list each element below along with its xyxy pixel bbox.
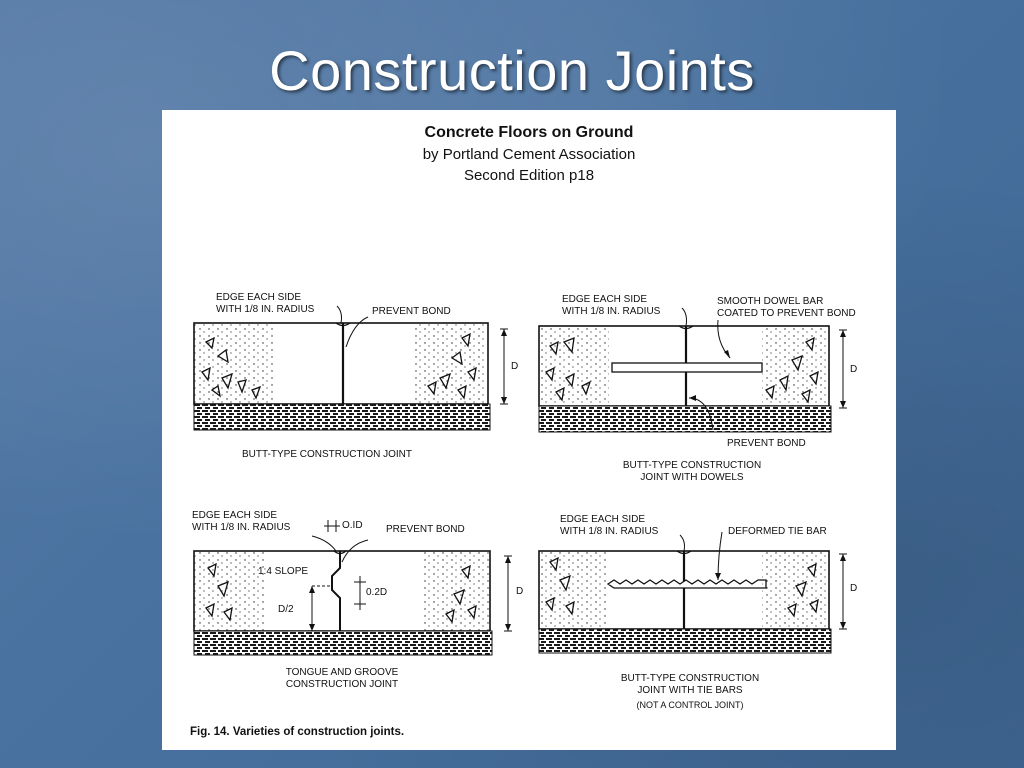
- bl-half-depth: D/2: [278, 604, 294, 615]
- tl-depth: D: [511, 361, 519, 372]
- br-caption-line1: BUTT-TYPE CONSTRUCTION: [620, 673, 760, 684]
- br-edge-line1: EDGE EACH SIDE: [560, 514, 646, 525]
- bl-edge-line1: EDGE EACH SIDE: [192, 510, 278, 521]
- joint-diagrams: [193, 305, 847, 656]
- tl-prevent-bond: PREVENT BOND: [372, 306, 451, 317]
- bl-caption-line1: TONGUE AND GROOVE: [285, 667, 399, 678]
- tr-dowel-line2: COATED TO PREVENT BOND: [717, 308, 856, 319]
- panel-butt-joint-dowels: [538, 307, 847, 433]
- tr-edge-line1: EDGE EACH SIDE: [562, 294, 648, 305]
- br-edge-line2: WITH 1/8 IN. RADIUS: [560, 526, 659, 537]
- bl-prevent-bond: PREVENT BOND: [386, 524, 465, 535]
- reference-title: Concrete Floors on Ground: [424, 124, 634, 141]
- tl-caption: BUTT-TYPE CONSTRUCTION JOINT: [242, 449, 412, 460]
- tr-caption-line1: BUTT-TYPE CONSTRUCTION: [622, 460, 762, 471]
- bl-slope: 1:4 SLOPE: [258, 566, 309, 577]
- reference-author: by Portland Cement Association: [422, 146, 636, 163]
- bl-edge-line2: WITH 1/8 IN. RADIUS: [192, 522, 291, 533]
- figure-scan: Concrete Floors on Ground by Portland Ce…: [162, 110, 896, 750]
- tr-edge-line2: WITH 1/8 IN. RADIUS: [562, 306, 661, 317]
- bl-caption-line2: CONSTRUCTION JOINT: [285, 679, 399, 690]
- br-caption-line3: (NOT A CONTROL JOINT): [636, 700, 744, 710]
- tl-edge-line1: EDGE EACH SIDE: [216, 292, 302, 303]
- tr-caption-line2: JOINT WITH DOWELS: [640, 472, 744, 483]
- bl-tongue-depth: 0.2D: [366, 587, 388, 598]
- bl-depth: D: [516, 586, 524, 597]
- br-depth: D: [850, 583, 858, 594]
- figure-caption: Fig. 14. Varieties of construction joint…: [190, 726, 405, 738]
- tr-prevent-bond: PREVENT BOND: [727, 438, 806, 449]
- panel-butt-joint-tie-bars: [538, 531, 847, 654]
- tr-depth: D: [850, 364, 858, 375]
- tl-edge-line2: WITH 1/8 IN. RADIUS: [216, 304, 315, 315]
- bl-tongue-width: O.ID: [342, 520, 363, 531]
- panel-tongue-groove: [193, 520, 512, 656]
- slide-title: Construction Joints: [269, 39, 755, 102]
- br-caption-line2: JOINT WITH TIE BARS: [637, 685, 743, 696]
- br-tie-bar: DEFORMED TIE BAR: [728, 526, 827, 537]
- tr-dowel-line1: SMOOTH DOWEL BAR: [717, 296, 824, 307]
- panel-butt-joint: [193, 305, 508, 431]
- reference-edition: Second Edition p18: [463, 167, 595, 184]
